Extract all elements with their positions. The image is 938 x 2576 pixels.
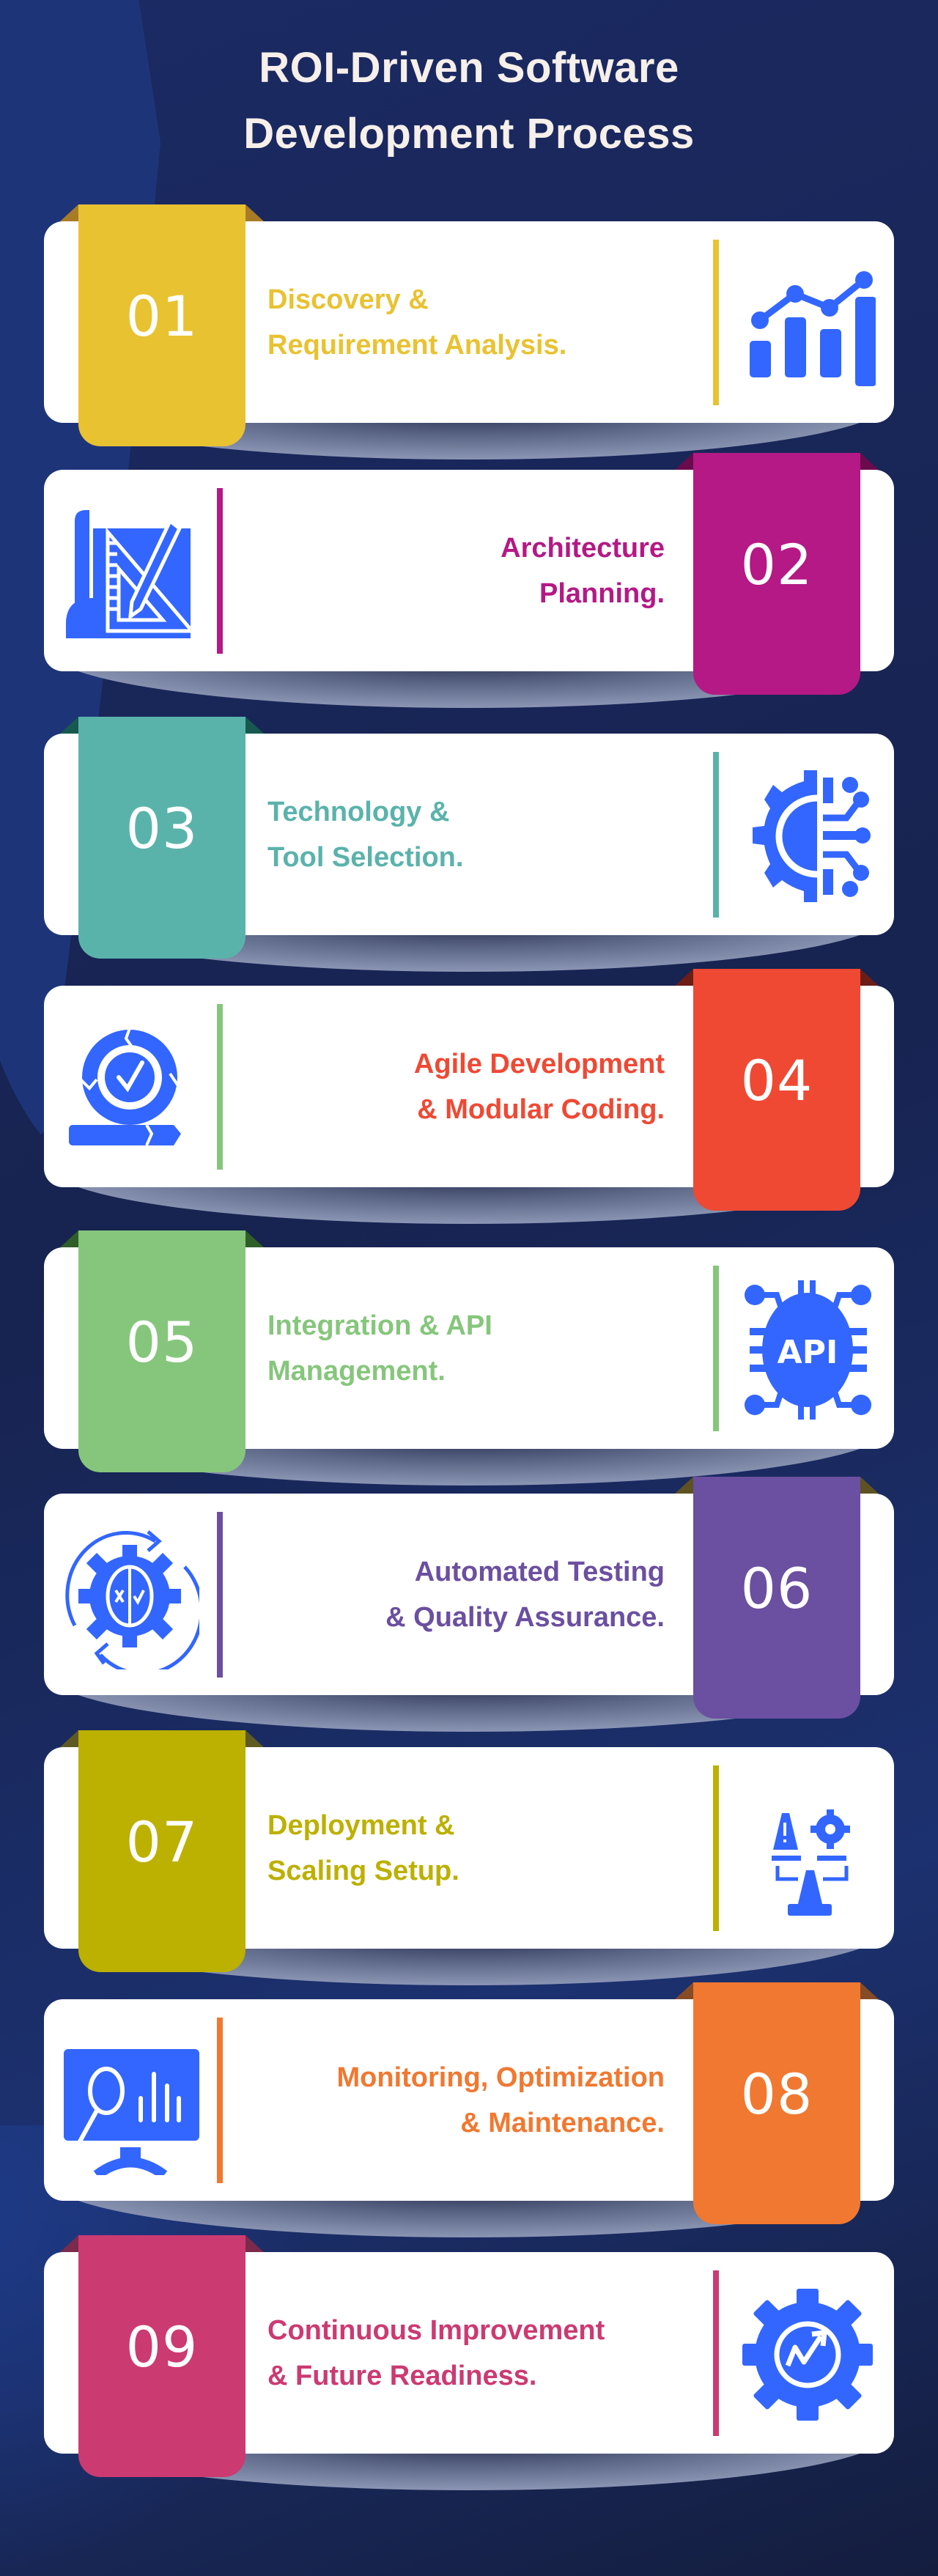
agile-cycle-icon	[60, 1015, 199, 1162]
ribbon-fold	[60, 717, 78, 734]
step-06: 06 Automated Testing & Quality Assurance…	[0, 1477, 938, 1743]
step-number: 07	[125, 1809, 199, 1875]
divider	[713, 2270, 719, 2436]
divider	[713, 752, 719, 918]
ribbon-fold	[245, 717, 264, 734]
ribbon-fold	[860, 1982, 879, 1999]
step-number: 06	[740, 1555, 813, 1621]
monitor-analytics-icon	[60, 2029, 199, 2180]
chart-growth-icon	[736, 251, 876, 397]
step-number-ribbon: 05	[78, 1230, 245, 1472]
step-label-line-1: Automated Testing	[414, 1556, 665, 1587]
step-07: 07 Deployment & Scaling Setup.	[0, 1730, 938, 1996]
step-label-line-2: & Quality Assurance.	[385, 1601, 665, 1633]
ribbon-fold	[245, 1730, 264, 1747]
ribbon-fold	[675, 453, 693, 470]
step-label: Discovery & Requirement Analysis.	[267, 221, 566, 423]
step-label-line-1: Discovery &	[267, 284, 429, 315]
title-line-2: Development Process	[243, 110, 695, 158]
step-number: 09	[125, 2314, 199, 2380]
step-label-line-2: & Modular Coding.	[417, 1093, 665, 1125]
divider	[217, 1004, 223, 1170]
step-number-ribbon: 06	[693, 1477, 860, 1719]
gear-growth-icon	[736, 2281, 876, 2428]
divider	[217, 488, 223, 654]
step-08: 08 Monitoring, Optimization & Maintenanc…	[0, 1982, 938, 2248]
balance-scale-icon	[736, 1776, 876, 1923]
step-number: 01	[125, 283, 199, 349]
step-label-line-2: Scaling Setup.	[267, 1855, 459, 1886]
step-number: 05	[125, 1309, 199, 1375]
svg-text:API: API	[778, 1334, 838, 1371]
step-label-line-1: Technology &	[267, 796, 450, 827]
ribbon-fold	[860, 1477, 879, 1494]
step-label: Architecture Planning.	[501, 470, 665, 671]
ribbon-fold	[245, 204, 264, 221]
step-label-line-1: Continuous Improvement	[267, 2314, 605, 2346]
step-number-ribbon: 08	[693, 1982, 860, 2224]
step-number-ribbon: 02	[693, 453, 860, 695]
step-label-line-2: Tool Selection.	[267, 841, 464, 873]
gear-circuit-icon	[736, 763, 876, 909]
step-label: Monitoring, Optimization & Maintenance.	[337, 1999, 665, 2201]
divider	[713, 1765, 719, 1931]
step-05: 05 Integration & API Management. API	[0, 1230, 938, 1496]
step-number-ribbon: 03	[78, 717, 245, 959]
step-label-line-2: & Maintenance.	[460, 2107, 665, 2138]
step-label-line-2: & Future Readiness.	[267, 2360, 537, 2391]
ribbon-fold	[60, 1730, 78, 1747]
step-04: 04 Agile Development & Modular Coding.	[0, 969, 938, 1235]
step-03: 03 Technology & Tool Selection.	[0, 717, 938, 983]
step-label: Continuous Improvement & Future Readines…	[267, 2252, 605, 2454]
step-label-line-1: Monitoring, Optimization	[336, 2062, 665, 2093]
ribbon-fold	[860, 453, 879, 470]
step-02: 02 Architecture Planning.	[0, 453, 938, 719]
ribbon-fold	[60, 204, 78, 221]
step-number-ribbon: 01	[78, 204, 245, 446]
title-line-1: ROI-Driven Software	[259, 44, 679, 92]
ribbon-fold	[675, 1477, 693, 1494]
step-label-line-2: Management.	[267, 1355, 446, 1387]
step-label-line-2: Planning.	[539, 577, 665, 609]
ribbon-fold	[60, 2235, 78, 2252]
step-label-line-1: Architecture	[501, 532, 665, 564]
step-label: Agile Development & Modular Coding.	[414, 986, 665, 1187]
divider	[217, 2018, 223, 2183]
step-number-ribbon: 04	[693, 969, 860, 1211]
page-title: ROI-Driven Software Development Process	[0, 35, 938, 167]
step-label: Integration & API Management.	[267, 1247, 492, 1449]
step-09: 09 Continuous Improvement & Future Readi…	[0, 2235, 938, 2501]
divider	[713, 1266, 719, 1431]
step-number: 03	[125, 795, 199, 861]
step-label: Technology & Tool Selection.	[267, 734, 463, 935]
ribbon-fold	[245, 1230, 264, 1247]
ribbon-fold	[60, 1230, 78, 1247]
step-label-line-1: Integration & API	[267, 1310, 492, 1341]
gear-test-icon	[60, 1523, 204, 1676]
blueprint-icon	[60, 499, 199, 646]
step-label: Deployment & Scaling Setup.	[267, 1747, 459, 1949]
step-label-line-1: Agile Development	[413, 1048, 665, 1080]
step-label-line-2: Requirement Analysis.	[267, 329, 567, 361]
step-number: 08	[740, 2061, 813, 2127]
step-number-ribbon: 07	[78, 1730, 245, 1972]
ribbon-fold	[675, 1982, 693, 1999]
api-chip-icon: API	[736, 1277, 876, 1423]
step-number: 04	[740, 1047, 813, 1113]
step-01: 01 Discovery & Requirement Analysis.	[0, 204, 938, 470]
divider	[217, 1512, 223, 1678]
step-label-line-1: Deployment &	[267, 1809, 455, 1841]
ribbon-fold	[245, 2235, 264, 2252]
step-number-ribbon: 09	[78, 2235, 245, 2477]
divider	[713, 240, 719, 405]
step-label: Automated Testing & Quality Assurance.	[385, 1494, 665, 1695]
ribbon-fold	[675, 969, 693, 986]
step-number: 02	[740, 531, 813, 597]
ribbon-fold	[860, 969, 879, 986]
